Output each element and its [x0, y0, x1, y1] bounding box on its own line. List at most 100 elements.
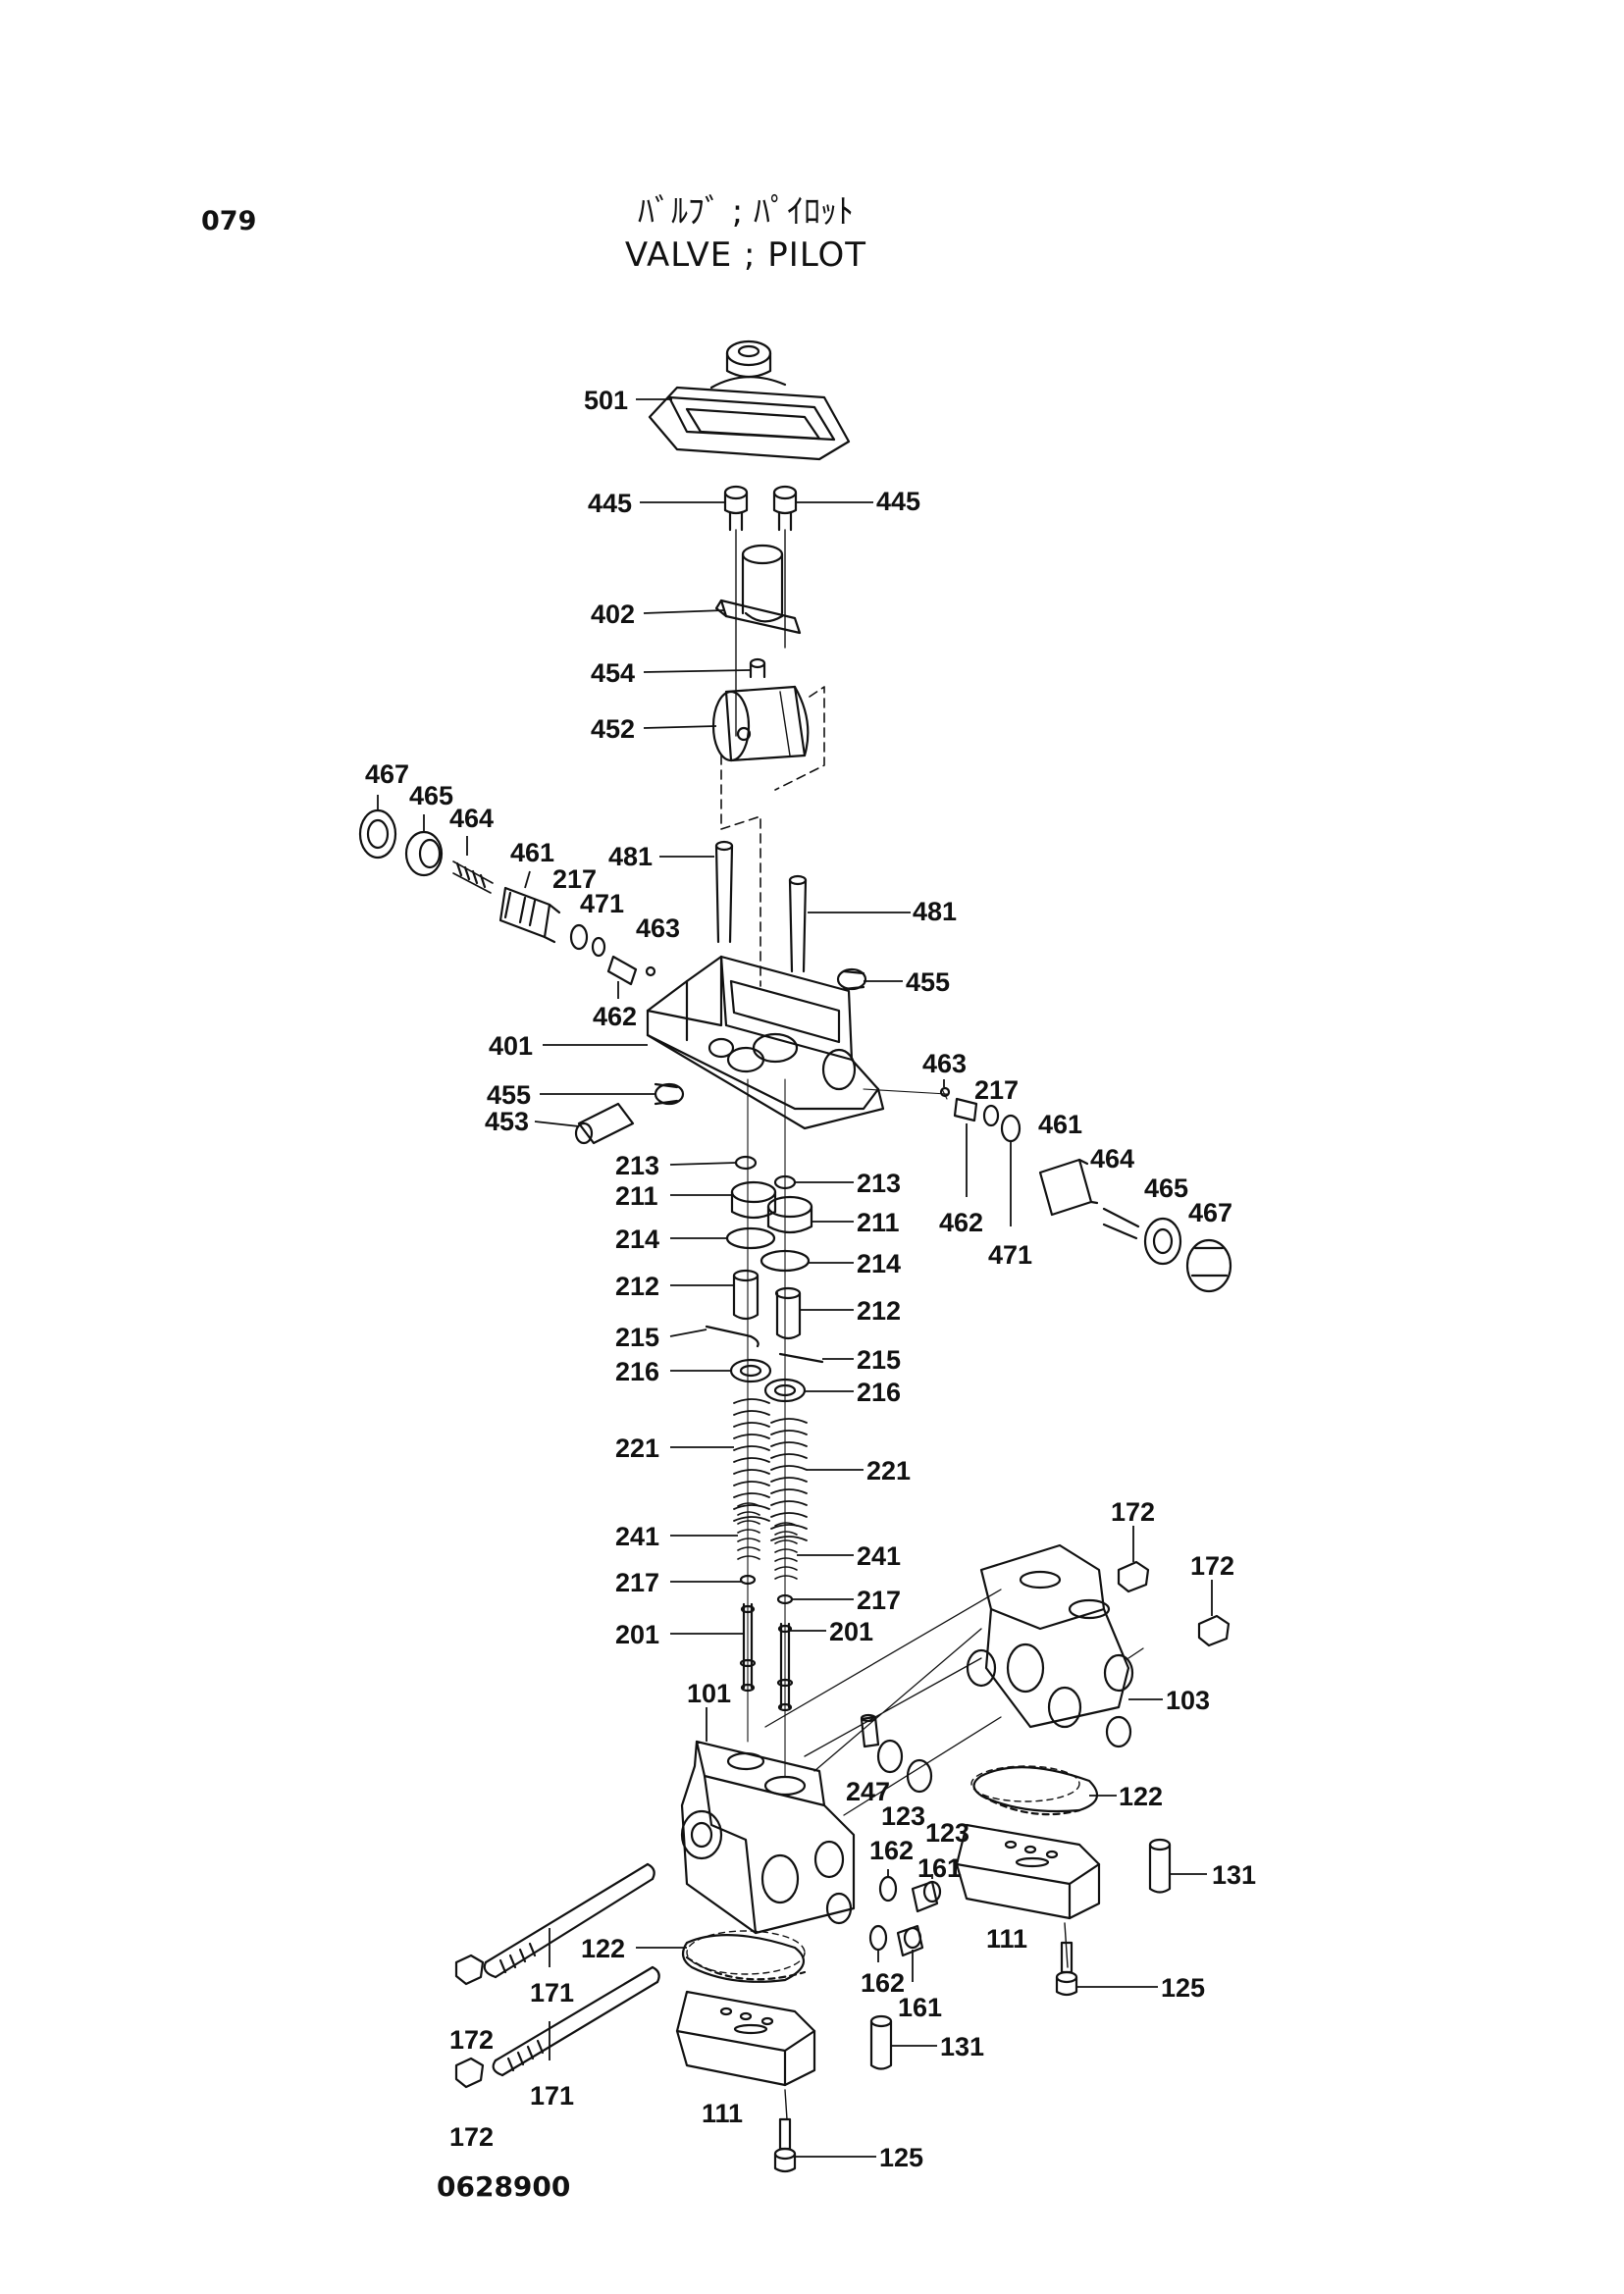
callout-465-right: 465 [1144, 1173, 1188, 1203]
callout-465-left: 465 [409, 781, 453, 810]
parts-left-fittings [358, 808, 656, 986]
parts-drawing [358, 339, 1232, 2173]
callout-101: 101 [687, 1679, 731, 1708]
leader-452 [643, 725, 717, 729]
part-111-cover-left [675, 1990, 816, 2087]
callout-216-right: 216 [857, 1378, 901, 1407]
callout-247: 247 [846, 1777, 890, 1806]
leader-213a [669, 1162, 737, 1166]
part-125-bolt-left [773, 2089, 797, 2173]
callout-221-left: 221 [615, 1434, 659, 1463]
callout-217-right: 217 [974, 1075, 1019, 1105]
callout-labels: 501 445 445 402 454 452 467 465 464 461 … [365, 386, 1256, 2172]
part-101-body [680, 1740, 856, 1935]
part-123-ring-b [906, 1758, 933, 1794]
part-161-plug-b [896, 1924, 924, 1957]
callout-172-upper-left: 172 [1111, 1497, 1155, 1527]
leader-454 [643, 669, 751, 673]
callout-125-right: 125 [1161, 1973, 1205, 2003]
part-131-pin-left [869, 2014, 893, 2070]
callout-201-right: 201 [829, 1617, 873, 1646]
callout-463-left: 463 [636, 913, 680, 943]
callout-111-left: 111 [702, 2099, 743, 2128]
part-481-bolts [714, 840, 808, 973]
callout-445-right: 445 [876, 487, 920, 516]
callout-211-right: 211 [857, 1208, 900, 1237]
callout-467-right: 467 [1188, 1198, 1232, 1227]
callout-471-right: 471 [988, 1240, 1032, 1270]
callout-452: 452 [591, 714, 635, 744]
part-452-disc [711, 685, 810, 762]
callout-125-left: 125 [879, 2143, 923, 2172]
part-201-spools [739, 1574, 794, 1712]
callout-217-stack-right: 217 [857, 1586, 901, 1615]
callout-214-left: 214 [615, 1225, 659, 1254]
part-171-studs [483, 1862, 660, 2077]
callout-481-left: 481 [608, 842, 653, 871]
callout-212-right: 212 [857, 1296, 901, 1326]
part-454-pin [749, 657, 766, 679]
leader-lines [377, 398, 1213, 2158]
callout-241-left: 241 [615, 1522, 659, 1551]
leader-215a [669, 1329, 707, 1337]
callout-455-lower: 455 [487, 1080, 531, 1110]
callout-445-left: 445 [588, 489, 632, 518]
callout-111-right: 111 [986, 1924, 1027, 1954]
part-125-bolt-right [1055, 1922, 1078, 1997]
part-401-casing [646, 955, 885, 1130]
callout-123-left: 123 [881, 1801, 925, 1831]
callout-162-lower: 162 [861, 1968, 905, 1998]
callout-453: 453 [485, 1107, 529, 1136]
callout-463-right: 463 [922, 1049, 967, 1078]
callout-131-left: 131 [940, 2032, 984, 2061]
stack-left [705, 1155, 777, 1383]
leader-461a [524, 870, 531, 889]
center-lines [747, 1078, 948, 1777]
part-221-springs [733, 1398, 808, 1541]
callout-464-right: 464 [1090, 1144, 1134, 1173]
callout-171-lower: 171 [530, 2081, 574, 2111]
callout-214-right: 214 [857, 1249, 901, 1278]
callout-172-lower-left: 172 [449, 2122, 494, 2152]
callout-172-mid-left: 172 [449, 2025, 494, 2055]
callout-402: 402 [591, 600, 635, 629]
leader-453 [534, 1121, 580, 1127]
callout-161-upper: 161 [917, 1853, 962, 1883]
part-453 [574, 1102, 635, 1145]
callout-217-left: 217 [552, 864, 597, 894]
part-241-springs [737, 1502, 798, 1580]
part-103-body [966, 1543, 1134, 1748]
part-162-ring-a [878, 1875, 898, 1903]
callout-171-upper: 171 [530, 1978, 574, 2007]
callout-213-left: 213 [615, 1151, 659, 1180]
callout-201-left: 201 [615, 1620, 659, 1649]
callout-162-upper: 162 [869, 1836, 914, 1865]
callout-471-left: 471 [580, 889, 624, 918]
callout-122-left: 122 [581, 1934, 625, 1963]
assembly-lines [764, 1589, 1144, 1816]
leader-402 [643, 609, 725, 614]
parts-right-fittings [939, 1086, 1232, 1293]
callout-103: 103 [1166, 1686, 1210, 1715]
callout-221-right: 221 [866, 1456, 911, 1486]
part-247-pin [860, 1713, 880, 1748]
callout-216-left: 216 [615, 1357, 659, 1386]
callout-481-right: 481 [913, 897, 957, 926]
part-172-nuts-left [454, 1954, 485, 2089]
callout-213-right: 213 [857, 1169, 901, 1198]
callout-454: 454 [591, 658, 635, 688]
callout-462-right: 462 [939, 1208, 983, 1237]
callout-462-left: 462 [593, 1002, 637, 1031]
page-number: 079 [201, 206, 257, 236]
callout-501: 501 [584, 386, 628, 415]
part-402-plate [714, 529, 802, 737]
callout-122-right: 122 [1119, 1782, 1163, 1811]
part-161-plug-a [911, 1880, 942, 1913]
callout-467-left: 467 [365, 759, 409, 789]
dashed-frame-452 [720, 686, 825, 987]
callout-123-right: 123 [925, 1818, 969, 1848]
part-122-gasket-right [970, 1765, 1099, 1816]
part-123-ring-a [876, 1739, 904, 1774]
part-501-boot [648, 339, 851, 461]
